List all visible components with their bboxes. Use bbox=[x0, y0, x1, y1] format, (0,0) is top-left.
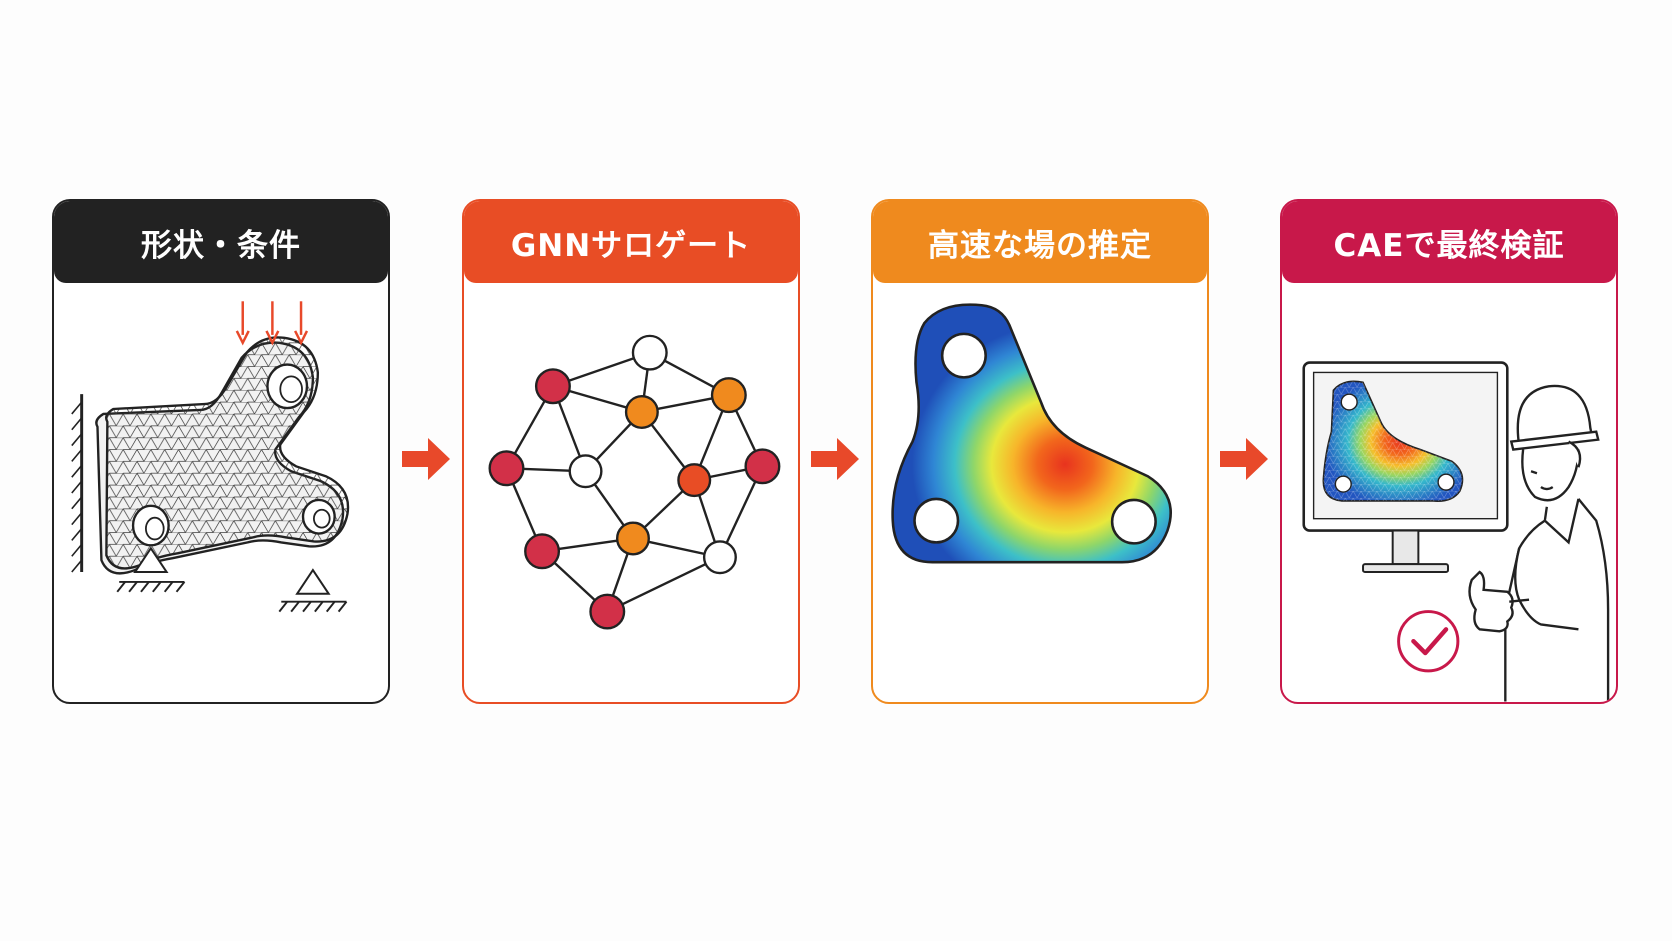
graph-node bbox=[702, 540, 737, 575]
step-title: 形状・条件 bbox=[141, 227, 301, 264]
engineer-icon bbox=[1468, 384, 1610, 702]
step-header-gnn-surrogate: GNNサロゲート bbox=[464, 201, 798, 283]
graph-node bbox=[568, 454, 603, 489]
graph-network-illustration bbox=[464, 283, 798, 702]
check-mark-icon bbox=[1411, 627, 1449, 656]
step-header-field-estimation: 高速な場の推定 bbox=[873, 201, 1207, 283]
step-panel-gnn-surrogate: GNNサロゲート bbox=[462, 199, 800, 704]
arrow-right-icon bbox=[811, 438, 859, 480]
graph-node bbox=[624, 394, 659, 429]
graph-node bbox=[589, 593, 626, 630]
flow-arrow-2 bbox=[809, 434, 861, 484]
check-circle-icon bbox=[1397, 610, 1460, 673]
stress-contour-bracket-icon bbox=[891, 303, 1172, 564]
flow-arrow-3 bbox=[1218, 434, 1270, 484]
graph-node bbox=[488, 450, 525, 487]
graph-node bbox=[744, 448, 781, 485]
step-header-cae-verification: CAEで最終検証 bbox=[1282, 201, 1616, 283]
engineer-monitor-icon bbox=[1302, 361, 1610, 702]
step-panel-cae-verification: CAEで最終検証 bbox=[1280, 199, 1618, 704]
arrow-right-icon bbox=[402, 438, 450, 480]
arrow-right-icon bbox=[1220, 438, 1268, 480]
graph-node bbox=[615, 521, 650, 556]
step-title: GNNサロゲート bbox=[510, 227, 752, 264]
graph-network-icon bbox=[488, 334, 781, 630]
step-panel-shape-conditions: 形状・条件 bbox=[52, 199, 390, 704]
flow-arrow-1 bbox=[400, 434, 452, 484]
graph-node bbox=[631, 334, 668, 371]
graph-node bbox=[710, 377, 747, 414]
step-title: CAEで最終検証 bbox=[1333, 227, 1565, 264]
mesh-part-illustration bbox=[54, 283, 388, 702]
step-title: 高速な場の推定 bbox=[928, 227, 1152, 264]
stress-field-illustration bbox=[873, 283, 1207, 702]
engineer-verification-illustration bbox=[1282, 283, 1616, 702]
meshed-bracket-icon bbox=[71, 301, 350, 613]
load-arrows-icon bbox=[235, 301, 309, 346]
graph-node bbox=[524, 533, 561, 570]
support-icon bbox=[116, 546, 348, 613]
graph-node bbox=[677, 463, 712, 498]
step-panel-field-estimation: 高速な場の推定 bbox=[871, 199, 1209, 704]
step-header-shape-conditions: 形状・条件 bbox=[54, 201, 388, 283]
graph-node bbox=[534, 368, 571, 405]
